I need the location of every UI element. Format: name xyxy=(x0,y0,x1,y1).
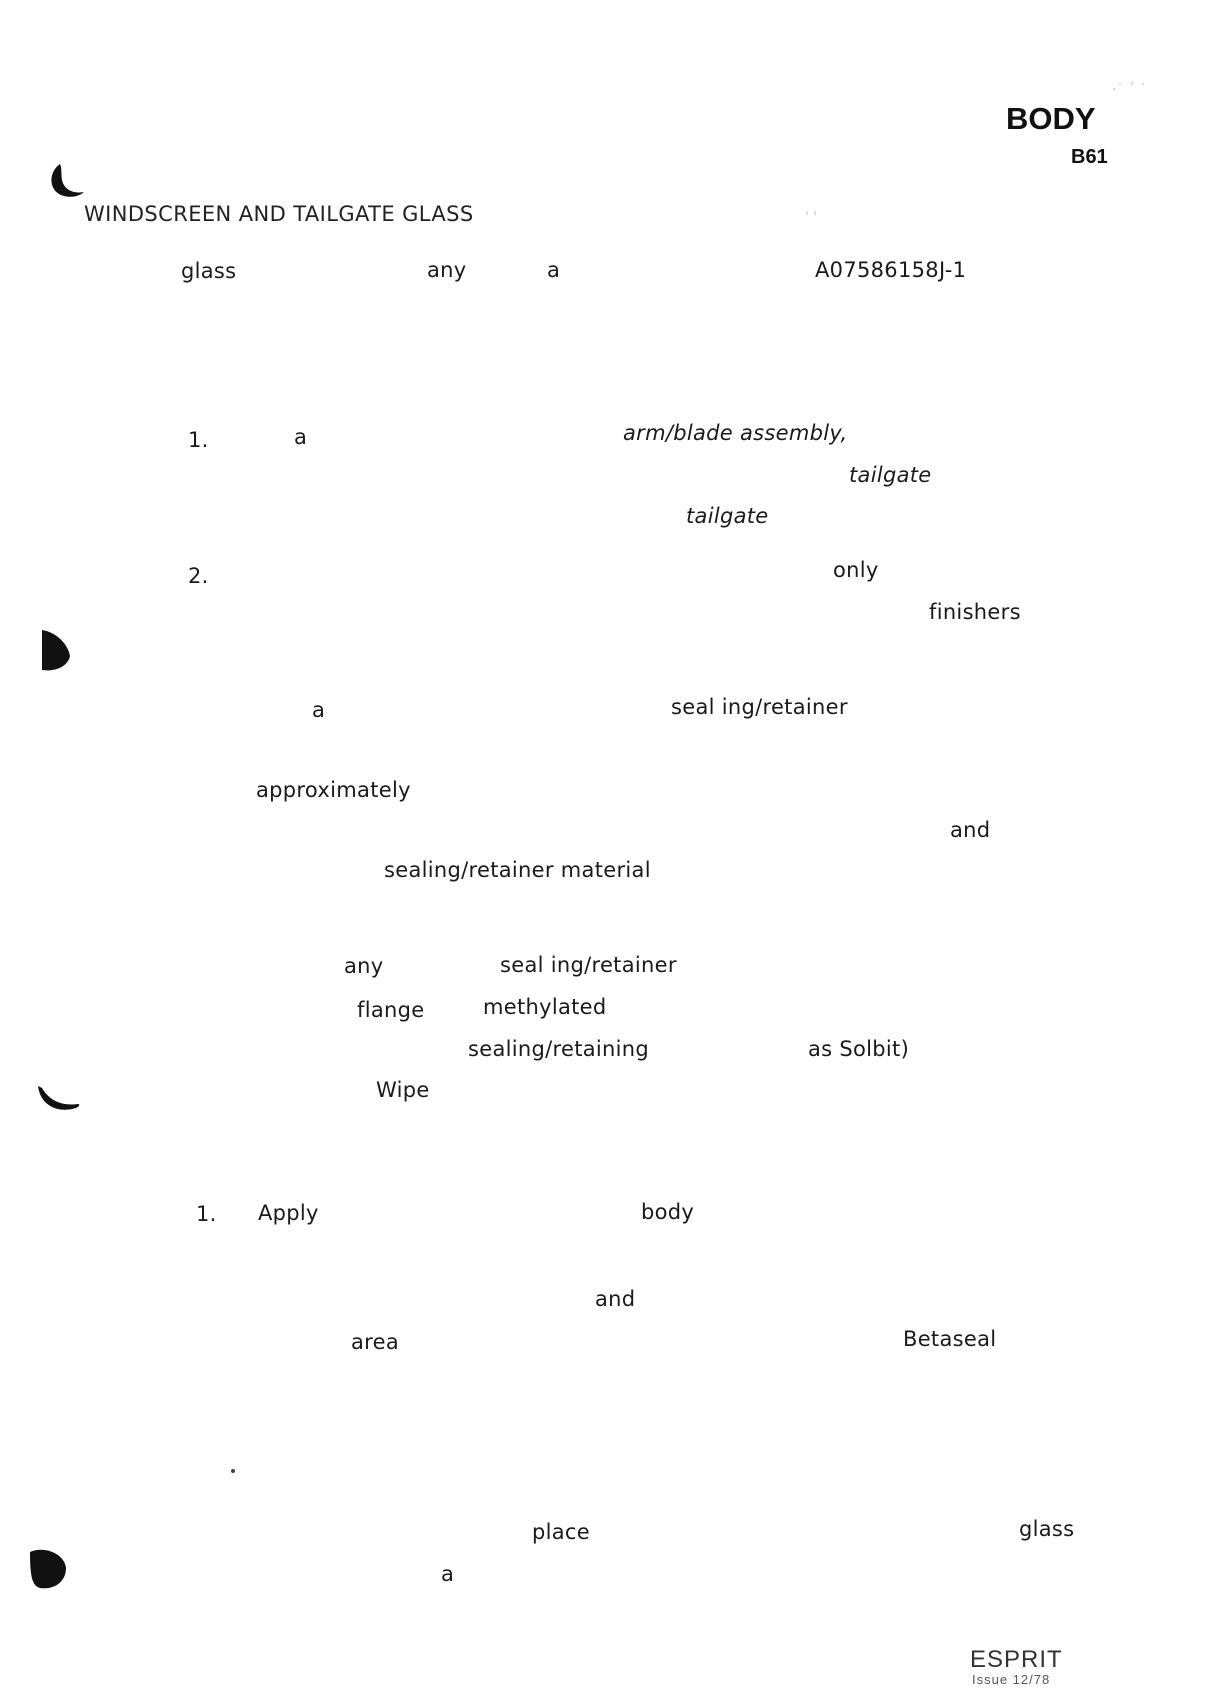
text-fragment: Betaseal xyxy=(903,1327,997,1351)
step-number: 2. xyxy=(188,564,209,588)
text-fragment: Wipe xyxy=(376,1078,430,1102)
text-fragment: a xyxy=(441,1562,455,1586)
scan-noise: ˈ ˈ xyxy=(805,210,818,226)
text-fragment: any xyxy=(344,954,384,978)
text-fragment: and xyxy=(950,818,991,842)
scan-noise: ·˙ ˊ ˙ xyxy=(1112,82,1147,98)
binder-hole-mark xyxy=(30,1549,66,1589)
text-fragment: sealing/retainer material xyxy=(384,858,651,882)
brand-name: ESPRIT xyxy=(970,1646,1063,1673)
text-fragment: only xyxy=(833,558,879,582)
text-fragment: and xyxy=(595,1287,636,1311)
issue-label: Issue 12/78 xyxy=(972,1673,1051,1685)
text-fragment: arm/blade assembly, xyxy=(623,421,848,445)
text-fragment: approximately xyxy=(256,778,411,802)
text-fragment: tailgate xyxy=(849,463,932,487)
text-fragment: seal ing/retainer xyxy=(671,695,848,719)
binder-hole-mark xyxy=(42,630,70,671)
section-code: B61 xyxy=(1071,146,1108,168)
text-fragment: sealing/retaining xyxy=(468,1037,650,1061)
page-title: WINDSCREEN AND TAILGATE GLASS xyxy=(84,202,474,226)
reference-number: A07586158J-1 xyxy=(815,258,967,282)
text-fragment: finishers xyxy=(929,600,1021,624)
text-fragment: flange xyxy=(357,998,425,1022)
step-number: 1. xyxy=(196,1202,217,1226)
text-fragment: seal ing/retainer xyxy=(500,953,677,977)
text-fragment: glass xyxy=(181,259,237,283)
text-fragment: tailgate xyxy=(686,504,769,528)
text-fragment: Apply xyxy=(258,1201,319,1225)
text-fragment: as Solbit) xyxy=(808,1037,910,1061)
scan-speck xyxy=(231,1469,235,1473)
text-fragment: a xyxy=(294,425,308,449)
section-title: BODY xyxy=(1006,101,1096,136)
step-number: 1. xyxy=(188,428,209,452)
text-fragment: a xyxy=(312,698,326,722)
binder-hole-mark xyxy=(38,1086,80,1110)
binder-hole-mark xyxy=(51,164,84,197)
text-fragment: area xyxy=(351,1330,400,1354)
text-fragment: methylated xyxy=(483,995,607,1019)
text-fragment: any xyxy=(427,258,467,282)
text-fragment: glass xyxy=(1019,1517,1075,1541)
text-fragment: a xyxy=(547,258,561,282)
text-fragment: body xyxy=(641,1200,695,1224)
text-fragment: place xyxy=(532,1520,590,1544)
